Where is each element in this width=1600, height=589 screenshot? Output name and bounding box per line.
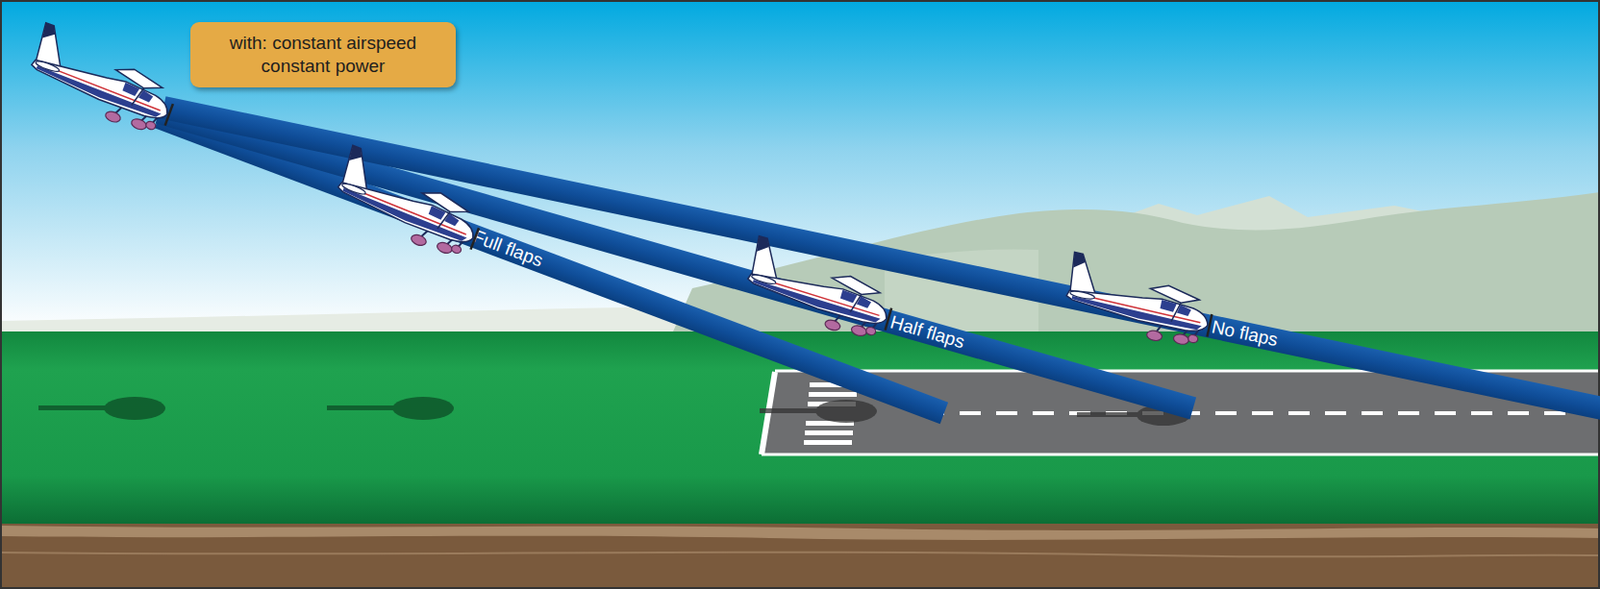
airplane	[327, 145, 491, 263]
soil-line	[0, 552, 1600, 558]
node-text: Half flaps	[888, 311, 968, 352]
node-text: Full flaps	[470, 225, 547, 271]
airplane	[739, 236, 900, 345]
airplane	[22, 23, 185, 140]
node-text: No flaps	[1209, 316, 1280, 350]
runway-edge	[761, 453, 1600, 457]
sky	[0, 0, 1600, 332]
soil	[0, 524, 1600, 589]
condition-box: with: constant airspeed constant power	[190, 22, 456, 88]
soil-layer	[0, 525, 1600, 541]
centerline	[923, 411, 1600, 416]
node-text: with: constant airspeed constant power	[201, 31, 445, 78]
plane-shadows	[38, 397, 1191, 426]
glide-path-band: No flaps	[161, 96, 1600, 425]
airplane	[1060, 252, 1220, 352]
